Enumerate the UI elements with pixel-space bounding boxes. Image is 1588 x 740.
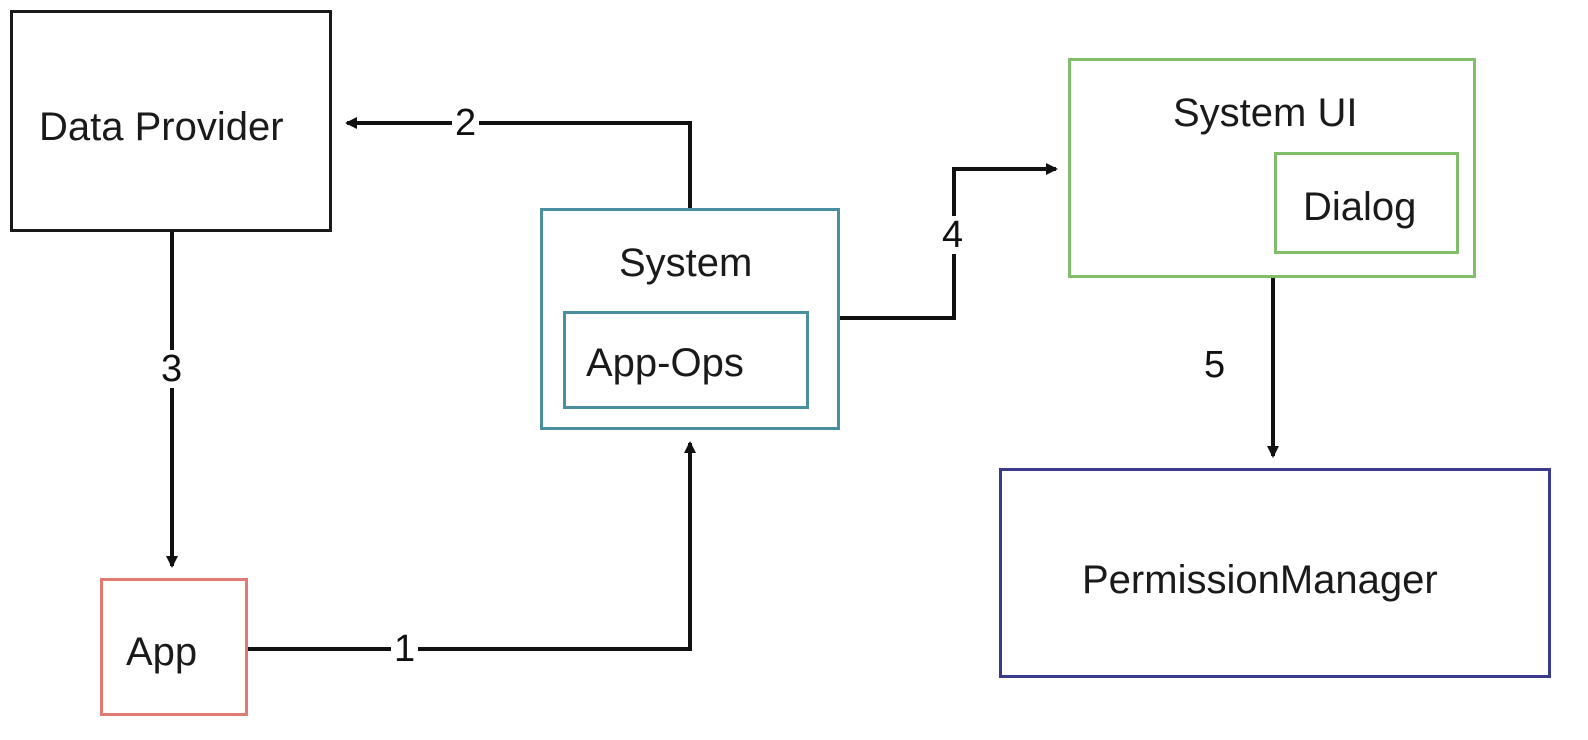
system-ui-box: System UI Dialog: [1068, 58, 1476, 278]
app-label: App: [126, 630, 198, 674]
data-provider-box: Data Provider: [10, 10, 332, 232]
system-label: System: [619, 241, 753, 285]
edge-4-label: 4: [939, 216, 967, 254]
edge-5-label: 5: [1201, 346, 1229, 384]
permission-manager-box: PermissionManager: [999, 468, 1551, 678]
dialog-label: Dialog: [1303, 185, 1417, 229]
edge-2-label: 2: [452, 104, 480, 142]
system-box: System App-Ops: [540, 208, 840, 430]
app-ops-label: App-Ops: [586, 341, 744, 385]
edge-3-label: 3: [158, 350, 186, 388]
permission-manager-label: PermissionManager: [1082, 558, 1438, 602]
system-ui-label: System UI: [1173, 91, 1358, 135]
app-box: App: [100, 578, 248, 716]
edge-2-connector: [345, 117, 692, 208]
edge-1-connector: [246, 441, 696, 651]
data-provider-label: Data Provider: [39, 105, 284, 149]
edge-1-label: 1: [391, 630, 419, 668]
dialog-box: Dialog: [1274, 152, 1459, 254]
app-ops-box: App-Ops: [563, 311, 809, 409]
